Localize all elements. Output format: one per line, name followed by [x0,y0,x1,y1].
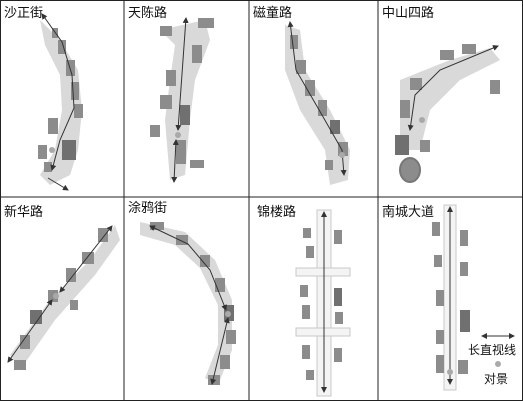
street-area [400,48,500,150]
street-buildings [432,222,470,374]
panel-title: 磁童路 [253,5,292,21]
sightline-lower [171,139,179,183]
sightline [149,225,227,311]
sightline-lower [7,299,53,363]
panel-title: 新华路 [4,204,43,220]
panel-title: 涂鸦街 [128,200,167,216]
panel-citonglu: 磁童路 [253,5,350,185]
landmark-dot [49,147,55,153]
panel-title: 沙正街 [4,6,43,21]
landmark-dot [225,311,231,317]
panel-jinqilu: 锦楼路 [257,204,351,397]
sightline [41,13,75,171]
panel-shazhengjie: 沙正街 [4,6,83,191]
panel-title: 天陈路 [128,5,167,21]
panel-title: 中山四路 [382,5,434,21]
roundabout [399,157,421,183]
landmark-dot [447,369,453,375]
panel-tuyajie: 涂鸦街 [128,200,236,385]
legend-sightline-label: 长直视线 [468,342,516,357]
panel-tianchenlu: 天陈路 [128,5,214,183]
panel-title: 锦楼路 [257,204,296,220]
landmark-dot [175,132,181,138]
panel-xinhualu: 新华路 [4,204,120,370]
street-area [140,222,232,385]
panel-zhongshansilu: 中山四路 [382,5,500,183]
panel-nanchengdadao: 南城大道 [382,204,470,391]
legend-landmark-label: 对景 [484,372,508,386]
landmark-dot [419,117,425,123]
sightline [287,21,347,176]
sightline [407,45,499,131]
landmark-dot [339,152,345,158]
sightline [175,17,189,131]
legend: 长直视线 对景 [468,333,516,386]
sightline-lower [210,317,230,385]
cross-road-1 [295,267,351,277]
street-buildings [300,228,343,380]
cross-road-2 [295,327,351,337]
sightline [59,225,113,293]
landmark-dot [53,293,59,299]
legend-landmark-symbol [495,361,501,367]
panel-title: 南城大道 [382,204,434,220]
sightline-end [47,177,69,191]
